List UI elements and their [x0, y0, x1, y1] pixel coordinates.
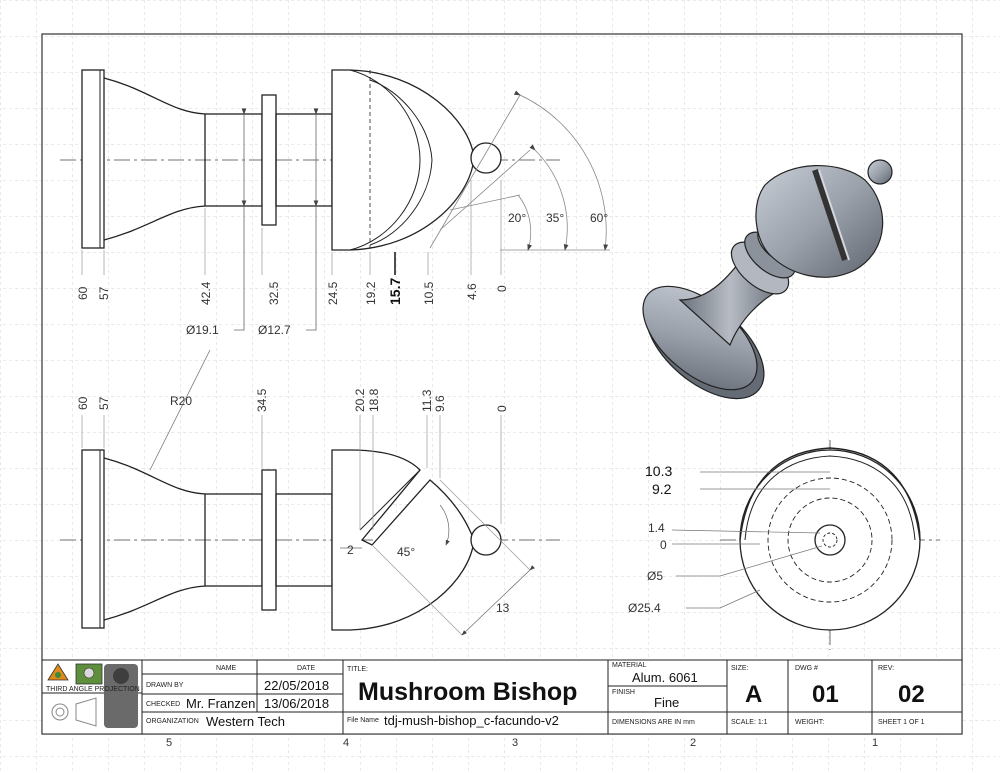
drawing-title: Mushroom Bishop	[358, 678, 577, 706]
base-flare	[103, 77, 206, 241]
isometric-render	[642, 159, 893, 400]
checked-date: 13/06/2018	[264, 696, 329, 711]
outer-circle	[739, 449, 921, 631]
angle-60: 60°	[590, 211, 608, 225]
dia-19-1: Ø19.1	[186, 323, 219, 337]
slot-depth-13: 13	[496, 601, 510, 615]
fdim-0: 0	[495, 405, 509, 412]
rev-value: 02	[898, 681, 925, 708]
organization: Western Tech	[206, 714, 285, 729]
drawn-by-label: DRAWN BY	[146, 682, 184, 689]
collar	[261, 94, 277, 226]
dwg-value: 01	[812, 681, 839, 708]
file-name-label: File Name	[347, 717, 379, 724]
edim-10-3: 10.3	[645, 463, 672, 479]
slot-width-2: 2	[347, 543, 354, 557]
scale: SCALE: 1:1	[731, 719, 768, 726]
angle-20: 20°	[508, 211, 526, 225]
dwg-label: DWG #	[795, 665, 818, 672]
front-view	[60, 349, 560, 636]
base-flange	[81, 69, 105, 249]
edim-9-2: 9.2	[652, 481, 672, 497]
finish: Fine	[654, 695, 679, 710]
fdim-60: 60	[76, 396, 90, 410]
sheet-number: SHEET 1 OF 1	[878, 719, 925, 726]
weight: WEIGHT:	[795, 719, 824, 726]
dimensions-note: DIMENSIONS ARE IN mm	[612, 719, 695, 726]
projection-logo: THIRD ANGLE PROJECTION	[46, 663, 140, 728]
zone-3: 3	[512, 737, 518, 749]
svg-text:THIRD ANGLE PROJECTION: THIRD ANGLE PROJECTION	[46, 686, 140, 693]
fdim-57: 57	[97, 396, 111, 410]
zone-5: 5	[166, 737, 172, 749]
radius-r20: R20	[170, 394, 192, 408]
zone-1: 1	[872, 737, 878, 749]
edim-1-4: 1.4	[648, 521, 665, 535]
date-header: DATE	[297, 665, 315, 672]
knob	[470, 142, 502, 174]
zone-labels: 5 4 3 2 1	[166, 737, 878, 749]
top-view	[60, 69, 610, 331]
edim-0: 0	[660, 538, 667, 552]
dim-57: 57	[97, 286, 111, 300]
fdim-9-6: 9.6	[433, 395, 447, 412]
zone-2: 2	[690, 737, 696, 749]
slot-angle-45: 45°	[397, 545, 415, 559]
organization-label: ORGANIZATION	[146, 718, 199, 725]
material-label: MATERIAL	[612, 662, 647, 669]
fdim-11-3: 11.3	[420, 389, 434, 412]
file-name: tdj-mush-bishop_c-facundo-v2	[384, 713, 559, 728]
end-view	[671, 440, 940, 650]
drawn-by-date: 22/05/2018	[264, 678, 329, 693]
dim-60: 60	[76, 286, 90, 300]
checked-name: Mr. Franzen	[186, 696, 255, 711]
dim-19-2: 19.2	[364, 281, 378, 305]
dim-10-5: 10.5	[422, 281, 436, 305]
title-label: TITLE:	[347, 666, 368, 673]
material: Alum. 6061	[632, 670, 698, 685]
front-view-dimensions: 60 57 34.5 20.2 18.8 11.3 9.6 0 R20 2 45…	[76, 388, 510, 615]
zone-4: 4	[343, 737, 349, 749]
dim-42-4: 42.4	[199, 281, 213, 305]
size-label: SIZE:	[731, 665, 749, 672]
fdim-18-8: 18.8	[367, 388, 381, 412]
dim-0: 0	[495, 285, 509, 292]
dim-32-5: 32.5	[267, 281, 281, 305]
dim-4-6: 4.6	[465, 283, 479, 300]
rev-label: REV:	[878, 665, 894, 672]
checked-label: CHECKED	[146, 701, 180, 708]
size-value: A	[745, 681, 762, 708]
dim-24-5: 24.5	[326, 281, 340, 305]
dim-15-7: 15.7	[387, 278, 403, 305]
top-view-dimensions: 60 57 42.4 32.5 24.5 19.2 15.7 10.5 4.6 …	[76, 211, 608, 337]
dia-12-7: Ø12.7	[258, 323, 291, 337]
angle-35: 35°	[546, 211, 564, 225]
end-view-dimensions: 10.3 9.2 1.4 0 Ø5 Ø25.4	[628, 463, 672, 615]
edia-25-4: Ø25.4	[628, 601, 661, 615]
fdim-20-2: 20.2	[353, 388, 367, 412]
title-block	[41, 659, 963, 735]
finish-label: FINISH	[612, 689, 635, 696]
fdim-34-5: 34.5	[255, 388, 269, 412]
title-block-text: NAME DATE DRAWN BY 22/05/2018 CHECKED Mr…	[146, 662, 925, 729]
edia-5: Ø5	[647, 569, 663, 583]
name-header: NAME	[216, 665, 237, 672]
